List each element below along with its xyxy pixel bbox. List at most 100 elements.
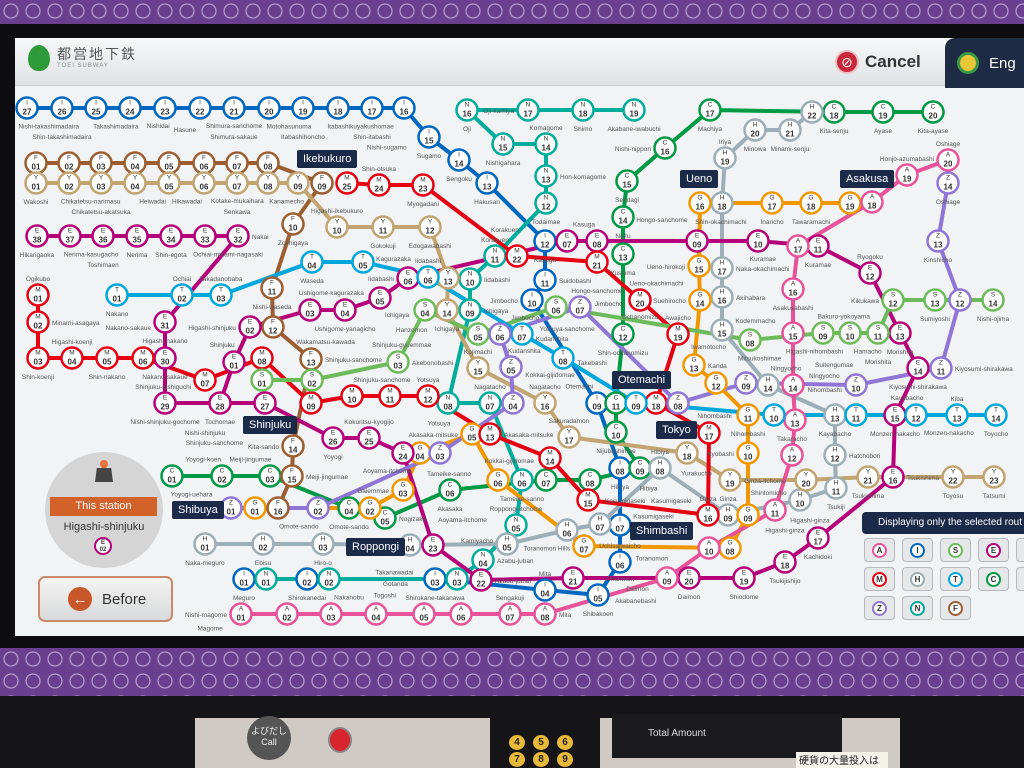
route-filter-I[interactable]: I	[902, 538, 933, 562]
station-E36[interactable]: E36	[91, 224, 115, 248]
station-E34[interactable]: E34	[159, 224, 183, 248]
key-7[interactable]: 7	[509, 752, 525, 767]
station-H15[interactable]: H15	[710, 318, 734, 342]
station-F06[interactable]: F06	[192, 151, 216, 175]
station-F02[interactable]: F02	[57, 151, 81, 175]
station-N05[interactable]: N05	[504, 513, 528, 537]
station-T13[interactable]: T13	[945, 403, 969, 427]
station-M03[interactable]: M03	[26, 346, 50, 370]
station-S08[interactable]: S08	[738, 328, 762, 352]
station-A11[interactable]: A11	[763, 498, 787, 522]
station-G17[interactable]: G17	[760, 191, 784, 215]
station-C08[interactable]: C08	[578, 468, 602, 492]
station-N19[interactable]: N19	[622, 98, 646, 122]
station-E22[interactable]: E22	[469, 568, 493, 592]
station-E38[interactable]: E38	[25, 224, 49, 248]
station-G02[interactable]: G02	[358, 496, 382, 520]
station-H18[interactable]: H18	[710, 191, 734, 215]
station-I26[interactable]: I26	[50, 96, 74, 120]
station-Y16[interactable]: Y16	[533, 391, 557, 415]
station-Y21[interactable]: Y21	[856, 465, 880, 489]
station-C03[interactable]: C03	[258, 464, 282, 488]
station-H03[interactable]: H03	[311, 532, 335, 556]
station-I23[interactable]: I23	[153, 96, 177, 120]
station-T03[interactable]: T03	[209, 283, 233, 307]
station-M23[interactable]: M23	[411, 173, 435, 197]
station-N08[interactable]: N08	[436, 391, 460, 415]
station-M08[interactable]: M08	[250, 346, 274, 370]
station-I22[interactable]: I22	[188, 96, 212, 120]
station-T09[interactable]: T09	[624, 391, 648, 415]
station-A13[interactable]: A13	[783, 408, 807, 432]
station-H14[interactable]: H14	[756, 373, 780, 397]
station-F04[interactable]: F04	[123, 151, 147, 175]
station-E14[interactable]: E14	[906, 356, 930, 380]
station-I11[interactable]: I11	[533, 268, 557, 292]
station-F16[interactable]: F16	[266, 496, 290, 520]
key-9[interactable]: 9	[557, 752, 573, 767]
station-E16[interactable]: E16	[881, 465, 905, 489]
station-E17[interactable]: E17	[806, 526, 830, 550]
station-T12[interactable]: T12	[904, 403, 928, 427]
station-T01[interactable]: T01	[105, 283, 129, 307]
station-Z06[interactable]: Z06	[488, 322, 512, 346]
station-M11[interactable]: M11	[378, 384, 402, 408]
station-A02[interactable]: A02	[275, 602, 299, 626]
station-Z05[interactable]: Z05	[499, 355, 523, 379]
station-E15[interactable]: E15	[883, 403, 907, 427]
station-Z10[interactable]: Z10	[844, 373, 868, 397]
station-C13[interactable]: C13	[611, 242, 635, 266]
station-Y15[interactable]: Y15	[466, 356, 490, 380]
station-I03[interactable]: I03	[423, 567, 447, 591]
key-8[interactable]: 8	[533, 752, 549, 767]
red-button[interactable]	[328, 727, 352, 753]
station-Y06[interactable]: Y06	[192, 171, 216, 195]
station-A16[interactable]: A16	[781, 277, 805, 301]
station-E07[interactable]: E07	[555, 229, 579, 253]
station-N10[interactable]: N10	[458, 267, 482, 291]
station-E37[interactable]: E37	[58, 224, 82, 248]
station-Z04[interactable]: Z04	[501, 391, 525, 415]
station-C14[interactable]: C14	[611, 205, 635, 229]
station-E32[interactable]: E32	[226, 224, 250, 248]
station-H09[interactable]: H09	[716, 503, 740, 527]
station-E26[interactable]: E26	[321, 426, 345, 450]
station-H02[interactable]: H02	[251, 532, 275, 556]
station-A18[interactable]: A18	[860, 190, 884, 214]
station-Y04[interactable]: Y04	[123, 171, 147, 195]
station-C07[interactable]: C07	[534, 468, 558, 492]
station-Y13[interactable]: Y13	[436, 266, 460, 290]
station-G07[interactable]: G07	[572, 534, 596, 558]
station-E19[interactable]: E19	[732, 566, 756, 590]
station-A01[interactable]: A01	[229, 602, 253, 626]
station-Z09[interactable]: Z09	[734, 371, 758, 395]
station-A03[interactable]: A03	[319, 602, 343, 626]
station-S10[interactable]: S10	[838, 321, 862, 345]
station-Y10[interactable]: Y10	[325, 215, 349, 239]
station-Y11[interactable]: Y11	[371, 215, 395, 239]
station-G06[interactable]: G06	[486, 468, 510, 492]
station-H13[interactable]: H13	[823, 403, 847, 427]
station-H20[interactable]: H20	[743, 118, 767, 142]
station-M13[interactable]: M13	[478, 422, 502, 446]
station-N13[interactable]: N13	[534, 164, 558, 188]
station-A20[interactable]: A20	[936, 148, 960, 172]
station-I04[interactable]: I04	[533, 578, 557, 602]
station-E29[interactable]: E29	[153, 391, 177, 415]
station-Z14[interactable]: Z14	[936, 171, 960, 195]
station-M05[interactable]: M05	[95, 346, 119, 370]
station-I25[interactable]: I25	[84, 96, 108, 120]
station-C06[interactable]: C06	[438, 478, 462, 502]
station-C12[interactable]: C12	[611, 322, 635, 346]
station-N07[interactable]: N07	[478, 391, 502, 415]
station-Y02[interactable]: Y02	[57, 171, 81, 195]
station-S11[interactable]: S11	[866, 321, 890, 345]
station-T10[interactable]: T10	[762, 403, 786, 427]
station-E02[interactable]: E02	[238, 315, 262, 339]
station-M17[interactable]: M17	[697, 421, 721, 445]
station-S14[interactable]: S14	[981, 288, 1005, 312]
station-I27[interactable]: I27	[15, 96, 39, 120]
station-H19[interactable]: H19	[713, 146, 737, 170]
station-C04[interactable]: C04	[337, 496, 361, 520]
station-G16[interactable]: G16	[688, 191, 712, 215]
